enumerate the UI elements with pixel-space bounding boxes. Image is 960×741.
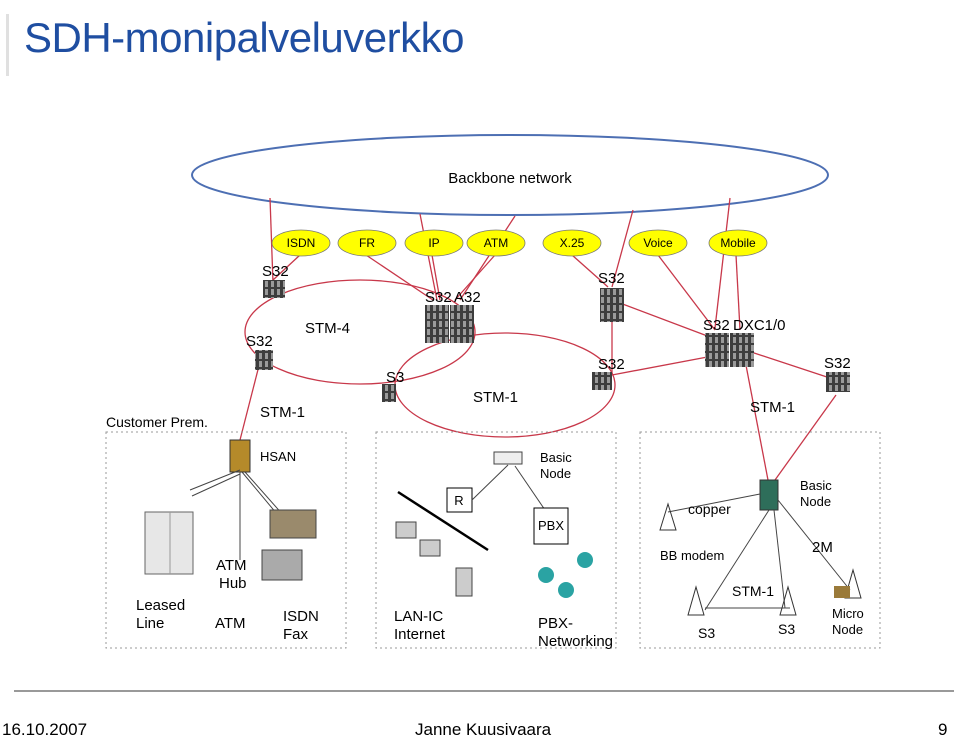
rack-s32-left	[255, 350, 273, 370]
label-s3-left: S3	[698, 625, 715, 641]
label-stm1-left: STM-1	[260, 404, 305, 421]
label-s3-right: S3	[778, 621, 795, 637]
label-hsan: HSAN	[260, 449, 296, 464]
label-customer-prem: Customer Prem.	[106, 414, 208, 430]
label-atm-hub-1: ATM	[216, 557, 247, 574]
pbx-cabinet	[144, 511, 194, 575]
rack-s32-mid-a	[425, 305, 449, 343]
label-s32-dxc: S32	[703, 317, 730, 334]
isdn-phone	[261, 549, 303, 581]
label-isdn-fax-1: ISDN	[283, 608, 319, 625]
service-x25: X.25	[560, 236, 585, 250]
label-basic-node-2a: Basic	[800, 478, 832, 493]
antenna-1	[659, 502, 677, 531]
pc-2	[419, 539, 441, 557]
label-s32-left: S32	[246, 333, 273, 350]
rack-s32-top-right	[600, 288, 624, 322]
label-lanic-1: LAN-IC	[394, 608, 443, 625]
label-stm4: STM-4	[305, 320, 350, 337]
label-s32-right-ring: S32	[598, 356, 625, 373]
page-title: SDH-monipalveluverkko	[24, 14, 465, 61]
label-s32-top-left: S32	[262, 263, 289, 280]
title-accent-bar	[6, 14, 9, 76]
service-labels: ISDN FR IP ATM X.25 Voice Mobile	[287, 236, 756, 250]
service-mobile: Mobile	[720, 236, 756, 250]
backbone-links	[269, 197, 741, 331]
label-atm-hub-2: Hub	[219, 575, 247, 592]
rack-dxc-b	[730, 333, 754, 367]
label-router: R	[454, 493, 463, 508]
service-ip: IP	[428, 236, 439, 250]
node-racks	[229, 280, 850, 511]
service-fr: FR	[359, 236, 375, 250]
label-bb-modem: BB modem	[660, 548, 724, 563]
label-leased-1: Leased	[136, 597, 185, 614]
rack-s32-top-left	[263, 280, 285, 298]
rack-s32-right-ring	[592, 372, 612, 390]
label-s32-mid: S32	[425, 289, 452, 306]
sdh-rings	[239, 279, 837, 481]
basic-node-1-device	[493, 451, 523, 465]
label-basic-node-1a: Basic	[540, 450, 572, 465]
label-dxc: DXC1/0	[733, 317, 786, 334]
footer-page-number: 9	[938, 720, 948, 739]
service-isdn: ISDN	[287, 236, 316, 250]
label-basic-node-1b: Node	[540, 466, 571, 481]
customer-box-1	[144, 469, 317, 581]
label-s32-far-right: S32	[824, 355, 851, 372]
pc-1	[395, 521, 417, 539]
customer-box-2	[395, 451, 593, 598]
rack-dxc-a	[705, 333, 729, 367]
label-pbx: PBX	[538, 518, 564, 533]
service-voice: Voice	[643, 236, 673, 250]
backbone-ellipse	[191, 134, 829, 216]
customer-box-2-labels: R LAN-IC Internet Basic Node PBX PBX- Ne…	[394, 450, 613, 650]
label-s3-mid: S3	[386, 369, 404, 386]
server	[455, 567, 473, 597]
customer-boxes	[105, 431, 881, 649]
phone-1	[577, 552, 593, 568]
label-micro-2: Node	[832, 622, 863, 637]
customer-box-3	[659, 493, 862, 616]
node-labels: S32 S32 STM-4 S32 A32 S32 S32 DXC1/0 S32…	[106, 263, 851, 430]
antenna-3	[779, 585, 797, 616]
footer-date: 16.10.2007	[2, 720, 88, 739]
rack-a32	[450, 305, 474, 343]
fax-machine	[269, 509, 317, 539]
label-basic-node-2b: Node	[800, 494, 831, 509]
label-stm1-right: STM-1	[750, 399, 795, 416]
label-atm: ATM	[215, 615, 246, 632]
rack-s3-mid	[382, 384, 396, 402]
antenna-2	[687, 585, 705, 616]
rack-access	[759, 479, 779, 511]
service-bubbles	[271, 229, 768, 257]
rack-hsan	[229, 439, 251, 473]
customer-box-3-labels: copper Basic Node BB modem 2M STM-1 S3 S…	[660, 478, 864, 641]
micro-node-device	[834, 586, 850, 598]
label-micro-1: Micro	[832, 606, 864, 621]
label-isdn-fax-2: Fax	[283, 626, 309, 643]
label-pbx-net-2: Networking	[538, 633, 613, 650]
customer-box-1-labels: HSAN ATM Hub ATM Leased Line ISDN Fax	[136, 449, 319, 643]
label-stm1-access: STM-1	[732, 583, 774, 599]
service-atm: ATM	[484, 236, 508, 250]
footer-author: Janne Kuusivaara	[415, 720, 552, 739]
antenna-4	[844, 568, 862, 599]
label-copper: copper	[688, 501, 731, 517]
phone-3	[558, 582, 574, 598]
backbone-label: Backbone network	[448, 170, 572, 187]
label-s32-top-right: S32	[598, 270, 625, 287]
footer-divider	[14, 690, 954, 692]
label-pbx-net-1: PBX-	[538, 615, 573, 632]
label-lanic-2: Internet	[394, 626, 446, 643]
label-a32: A32	[454, 289, 481, 306]
label-stm1-center: STM-1	[473, 389, 518, 406]
phone-2	[538, 567, 554, 583]
label-leased-2: Line	[136, 615, 164, 632]
pbx-box	[533, 507, 569, 545]
rack-s32-far-right	[826, 372, 850, 392]
label-2m: 2M	[812, 539, 833, 556]
